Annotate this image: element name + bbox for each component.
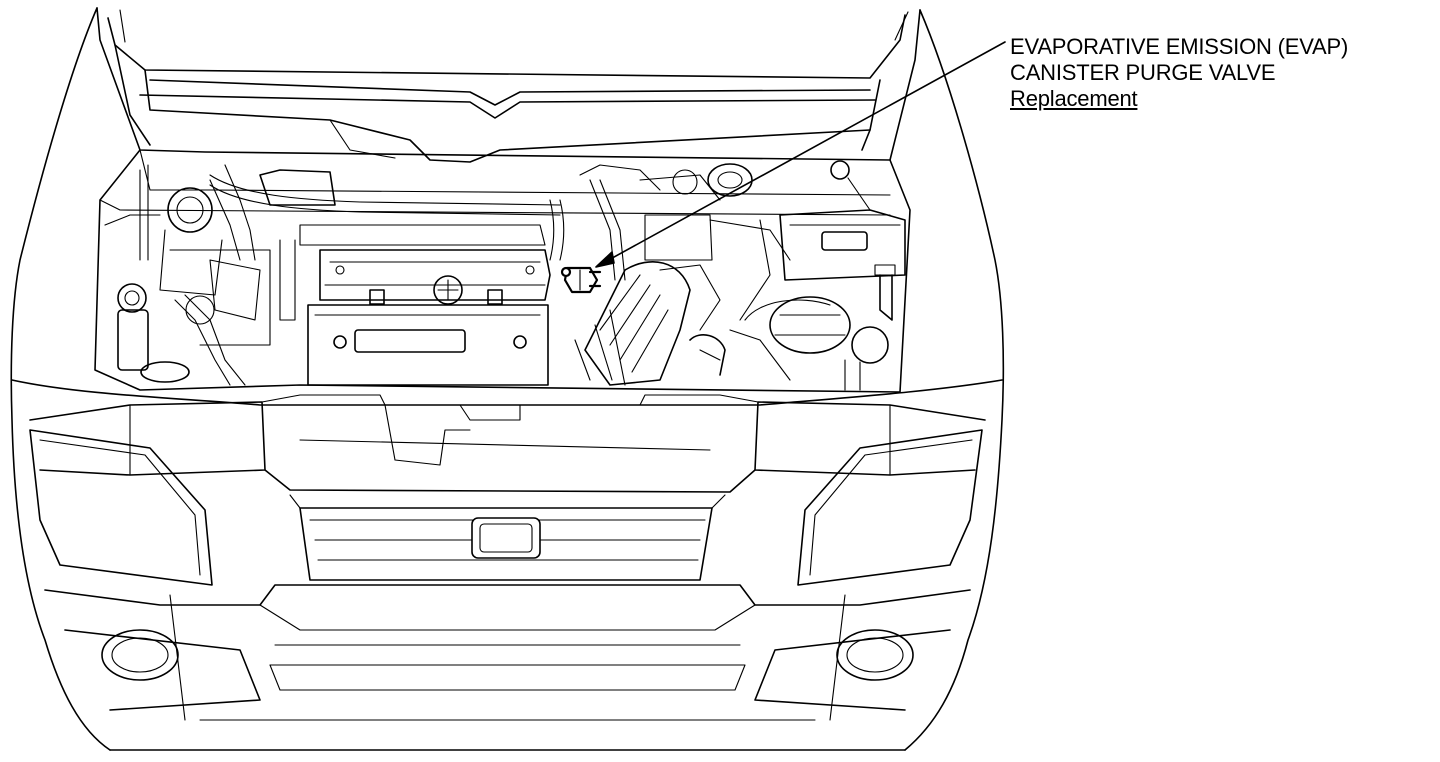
replacement-link[interactable]: Replacement — [1010, 86, 1138, 111]
evap-purge-valve-callout: EVAPORATIVE EMISSION (EVAP) CANISTER PUR… — [1010, 34, 1348, 112]
left-engine-components — [104, 164, 271, 386]
callout-line-1: EVAPORATIVE EMISSION (EVAP) — [1010, 34, 1349, 59]
engine-hoses — [209, 163, 791, 321]
callout-leader-line — [595, 41, 1006, 268]
open-hood — [96, 7, 921, 163]
front-fascia — [11, 379, 1003, 721]
engine-valve-cover — [307, 249, 551, 386]
air-intake-duct — [574, 261, 726, 386]
engine-bay-frame — [94, 149, 911, 393]
evap-canister-purge-valve — [560, 266, 602, 294]
callout-line-2: CANISTER PURGE VALVE — [1010, 60, 1276, 85]
right-engine-components — [729, 160, 906, 391]
vehicle-body-outline — [10, 7, 1005, 751]
